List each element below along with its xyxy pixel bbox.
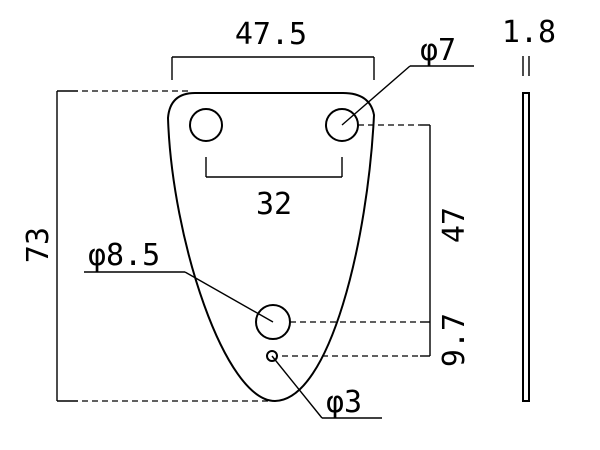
top-hole-callout-label: φ7	[420, 33, 456, 68]
side-view: 1.8	[502, 15, 556, 402]
top-hole-callout: φ7	[341, 33, 474, 126]
vertical-spacing-dimension: 47 9.7	[282, 124, 472, 367]
width-dimension-label: 47.5	[235, 17, 307, 52]
width-dimension: 47.5	[171, 17, 375, 80]
plate-outline	[166, 92, 376, 403]
thickness-label: 1.8	[502, 15, 556, 50]
bottom-hole-callout-label: φ8.5	[88, 238, 160, 273]
hole-spacing-label: 32	[256, 187, 292, 222]
height-dimension-label: 73	[21, 227, 56, 263]
hole-spacing-dimension: 32	[205, 157, 343, 222]
small-offset-label: 9.7	[437, 313, 472, 367]
bottom-hole-callout: φ8.5	[84, 238, 274, 323]
vertical-spacing-label: 47	[437, 207, 472, 243]
height-dimension: 73	[21, 90, 270, 402]
top-left-hole	[189, 108, 223, 142]
small-hole-callout-label: φ3	[326, 385, 362, 420]
small-hole-callout: φ3	[271, 355, 382, 420]
